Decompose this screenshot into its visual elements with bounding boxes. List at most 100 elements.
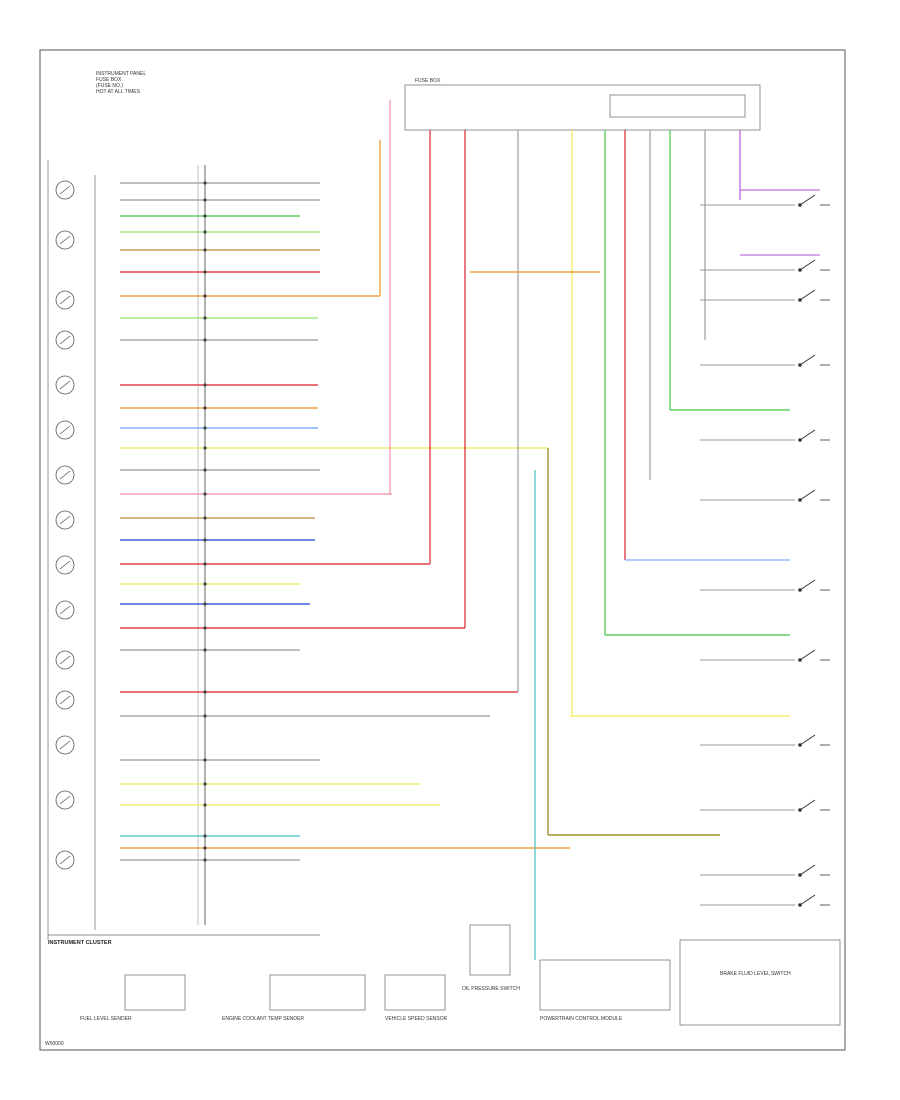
connector-pin	[203, 690, 207, 694]
switch-contact	[798, 438, 802, 442]
connector-pin	[203, 714, 207, 718]
switch-blade-icon	[799, 734, 816, 746]
gauge-icon	[55, 790, 75, 810]
connector-pin	[203, 294, 207, 298]
left-connector-wires	[120, 181, 570, 862]
fuel-sender-label: FUEL LEVEL SENDER	[80, 1016, 132, 1022]
gauge-needle-icon	[59, 740, 71, 750]
temp-sender-label: ENGINE COOLANT TEMP SENDER	[222, 1016, 304, 1022]
switch-blade-icon	[799, 259, 816, 271]
title-line-1: INSTRUMENT PANEL	[96, 71, 146, 77]
gauge-icon	[55, 850, 75, 870]
switch-blade-icon	[799, 194, 816, 206]
connector-pin	[203, 338, 207, 342]
connector-pin	[203, 516, 207, 520]
connector-pin	[203, 492, 207, 496]
connector-pin	[203, 468, 207, 472]
switch-blade-icon	[799, 894, 816, 906]
title-line-2: FUSE BOX	[96, 77, 122, 83]
gauge-needle-icon	[59, 380, 71, 390]
fuel-sender-box	[124, 974, 186, 1011]
gauge-icon	[55, 650, 75, 670]
connector-pin	[203, 214, 207, 218]
right-side-switches	[700, 194, 830, 907]
connector-pin	[203, 426, 207, 430]
footer-code: W00000	[45, 1041, 64, 1047]
connector-pin	[203, 858, 207, 862]
connector-pin	[203, 803, 207, 807]
connector-pin	[203, 562, 207, 566]
switch-blade-icon	[799, 429, 816, 441]
gauge-needle-icon	[59, 795, 71, 805]
connector-pin	[203, 181, 207, 185]
gauge-needle-icon	[59, 515, 71, 525]
connector-pin	[203, 582, 207, 586]
switch-contact	[798, 873, 802, 877]
connector-pin	[203, 626, 207, 630]
oil-switch-label: OIL PRESSURE SWITCH	[462, 986, 520, 992]
connector-pin	[203, 316, 207, 320]
gauge-needle-icon	[59, 335, 71, 345]
connector-pin	[203, 383, 207, 387]
gauge-icon	[55, 420, 75, 440]
switch-contact	[798, 268, 802, 272]
connector-pin	[203, 758, 207, 762]
connector-pin	[203, 602, 207, 606]
connector-pin	[203, 782, 207, 786]
gauge-needle-icon	[59, 605, 71, 615]
switch-contact	[798, 298, 802, 302]
gauge-needle-icon	[59, 295, 71, 305]
title-line-3: (FUSE NO.)	[96, 83, 123, 89]
oil-switch-box	[469, 924, 511, 976]
switch-blade-icon	[799, 649, 816, 661]
brake-switch-label: BRAKE FLUID LEVEL SWITCH	[720, 971, 791, 977]
connector-pin	[203, 406, 207, 410]
gauge-needle-icon	[59, 470, 71, 480]
gauge-needle-icon	[59, 185, 71, 195]
gauge-needle-icon	[59, 560, 71, 570]
connector-pin	[203, 248, 207, 252]
diagram-frame	[39, 49, 846, 1051]
gauge-icon	[55, 510, 75, 530]
switch-blade-icon	[799, 289, 816, 301]
cluster-label: INSTRUMENT CLUSTER	[48, 940, 112, 946]
gauge-needle-icon	[59, 655, 71, 665]
switch-blade-icon	[799, 579, 816, 591]
switch-contact	[798, 588, 802, 592]
gauge-icon	[55, 465, 75, 485]
fuse-block-label: FUSE BOX	[415, 78, 441, 84]
switch-contact	[798, 203, 802, 207]
switch-blade-icon	[799, 354, 816, 366]
gauge-icon	[55, 230, 75, 250]
gauge-icon	[55, 600, 75, 620]
connector-pin	[203, 648, 207, 652]
connector-pin	[203, 198, 207, 202]
connector-pin	[203, 846, 207, 850]
trunk-wires	[379, 100, 820, 960]
switch-blade-icon	[799, 489, 816, 501]
gauge-needle-icon	[59, 235, 71, 245]
pcm-label: POWERTRAIN CONTROL MODULE	[540, 1016, 623, 1022]
cluster-bracket: INSTRUMENT CLUSTER	[47, 160, 320, 946]
gauge-icon	[55, 690, 75, 710]
gauge-icon	[55, 290, 75, 310]
gauge-needle-icon	[59, 855, 71, 865]
fuse-block: FUSE BOX	[404, 78, 761, 131]
connector-pin	[203, 230, 207, 234]
connector-pin	[203, 834, 207, 838]
title-line-4: HOT AT ALL TIMES	[96, 89, 141, 95]
connector-pin	[203, 270, 207, 274]
switch-blade-icon	[799, 799, 816, 811]
switch-contact	[798, 658, 802, 662]
vss-label: VEHICLE SPEED SENSOR	[385, 1016, 448, 1022]
switch-contact	[798, 808, 802, 812]
bottom-components: FUEL LEVEL SENDER ENGINE COOLANT TEMP SE…	[80, 924, 841, 1026]
gauge-icon	[55, 375, 75, 395]
title-block: INSTRUMENT PANEL FUSE BOX (FUSE NO.) HOT…	[96, 71, 146, 95]
left-component-icons	[55, 180, 75, 870]
vss-box	[384, 974, 446, 1011]
connector-pin	[203, 446, 207, 450]
gauge-icon	[55, 330, 75, 350]
connector-pin	[203, 538, 207, 542]
gauge-needle-icon	[59, 425, 71, 435]
